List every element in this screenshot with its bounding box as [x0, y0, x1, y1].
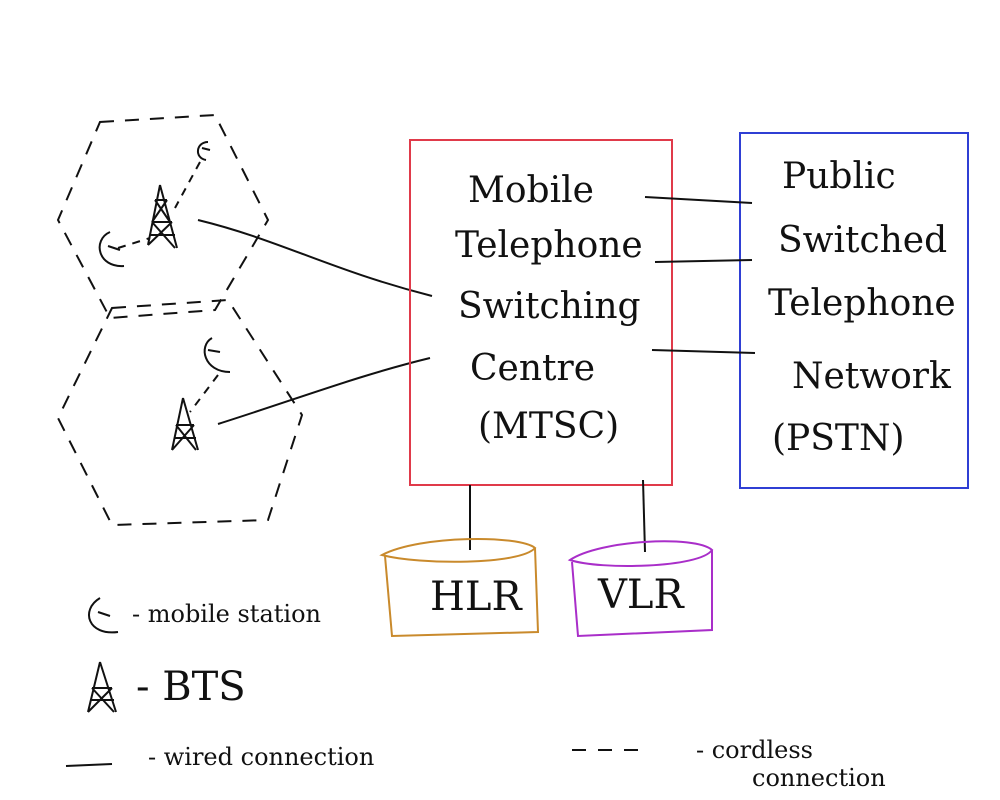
mobile-station-icon: [98, 231, 125, 268]
wired-link-bts2-mtsc: [217, 357, 431, 425]
trunk-line: [651, 349, 756, 354]
bts-tower-icon: [147, 184, 178, 249]
pstn-line: (PSTN): [772, 418, 905, 459]
wired-link-bts1-mtsc: [197, 219, 433, 297]
trunk-line: [654, 259, 753, 263]
legend-bts: - BTS: [136, 664, 246, 710]
wired-link-mtsc-vlr: [642, 479, 646, 553]
mtsc-line: Centre: [470, 348, 595, 389]
mobile-station-icon: [203, 337, 231, 373]
cordless-link: [189, 374, 219, 413]
mtsc-line: Mobile: [468, 170, 594, 211]
cordless-link: [117, 237, 151, 249]
cell-hexagon-upper: [56, 113, 270, 320]
mtsc-line: (MTSC): [478, 406, 619, 447]
mtsc-box: [409, 139, 673, 486]
bts-tower-icon: [171, 397, 199, 451]
vlr-label: VLR: [597, 572, 685, 618]
legend-cordless-2: connection: [752, 764, 886, 792]
pstn-label: Public Switched Telephone Network (PSTN): [768, 156, 956, 459]
pstn-box: [739, 132, 969, 489]
mtsc-label: Mobile Telephone Switching Centre (MTSC): [455, 170, 643, 447]
trunk-line: [644, 196, 753, 204]
hlr-database: [379, 537, 540, 638]
legend-wired-sample: [65, 763, 113, 767]
mobile-station-icon: [197, 141, 211, 161]
cell-hexagon-lower: [56, 298, 304, 527]
vlr-database: [567, 540, 714, 638]
legend: - mobile station - BTS - wired connectio…: [65, 597, 886, 792]
pstn-line: Switched: [778, 220, 947, 261]
legend-cordless: - cordless: [696, 736, 813, 764]
legend-wired: - wired connection: [148, 743, 374, 771]
pstn-line: Telephone: [768, 283, 956, 324]
bts-tower-icon: [87, 661, 117, 713]
pstn-line: Public: [782, 156, 896, 197]
mtsc-line: Switching: [458, 286, 641, 327]
pstn-line: Network: [792, 356, 952, 397]
hlr-label: HLR: [430, 574, 523, 620]
legend-mobile-station: - mobile station: [132, 600, 321, 628]
mtsc-line: Telephone: [455, 225, 643, 266]
mobile-station-icon: [88, 597, 119, 634]
cordless-link: [174, 161, 201, 209]
